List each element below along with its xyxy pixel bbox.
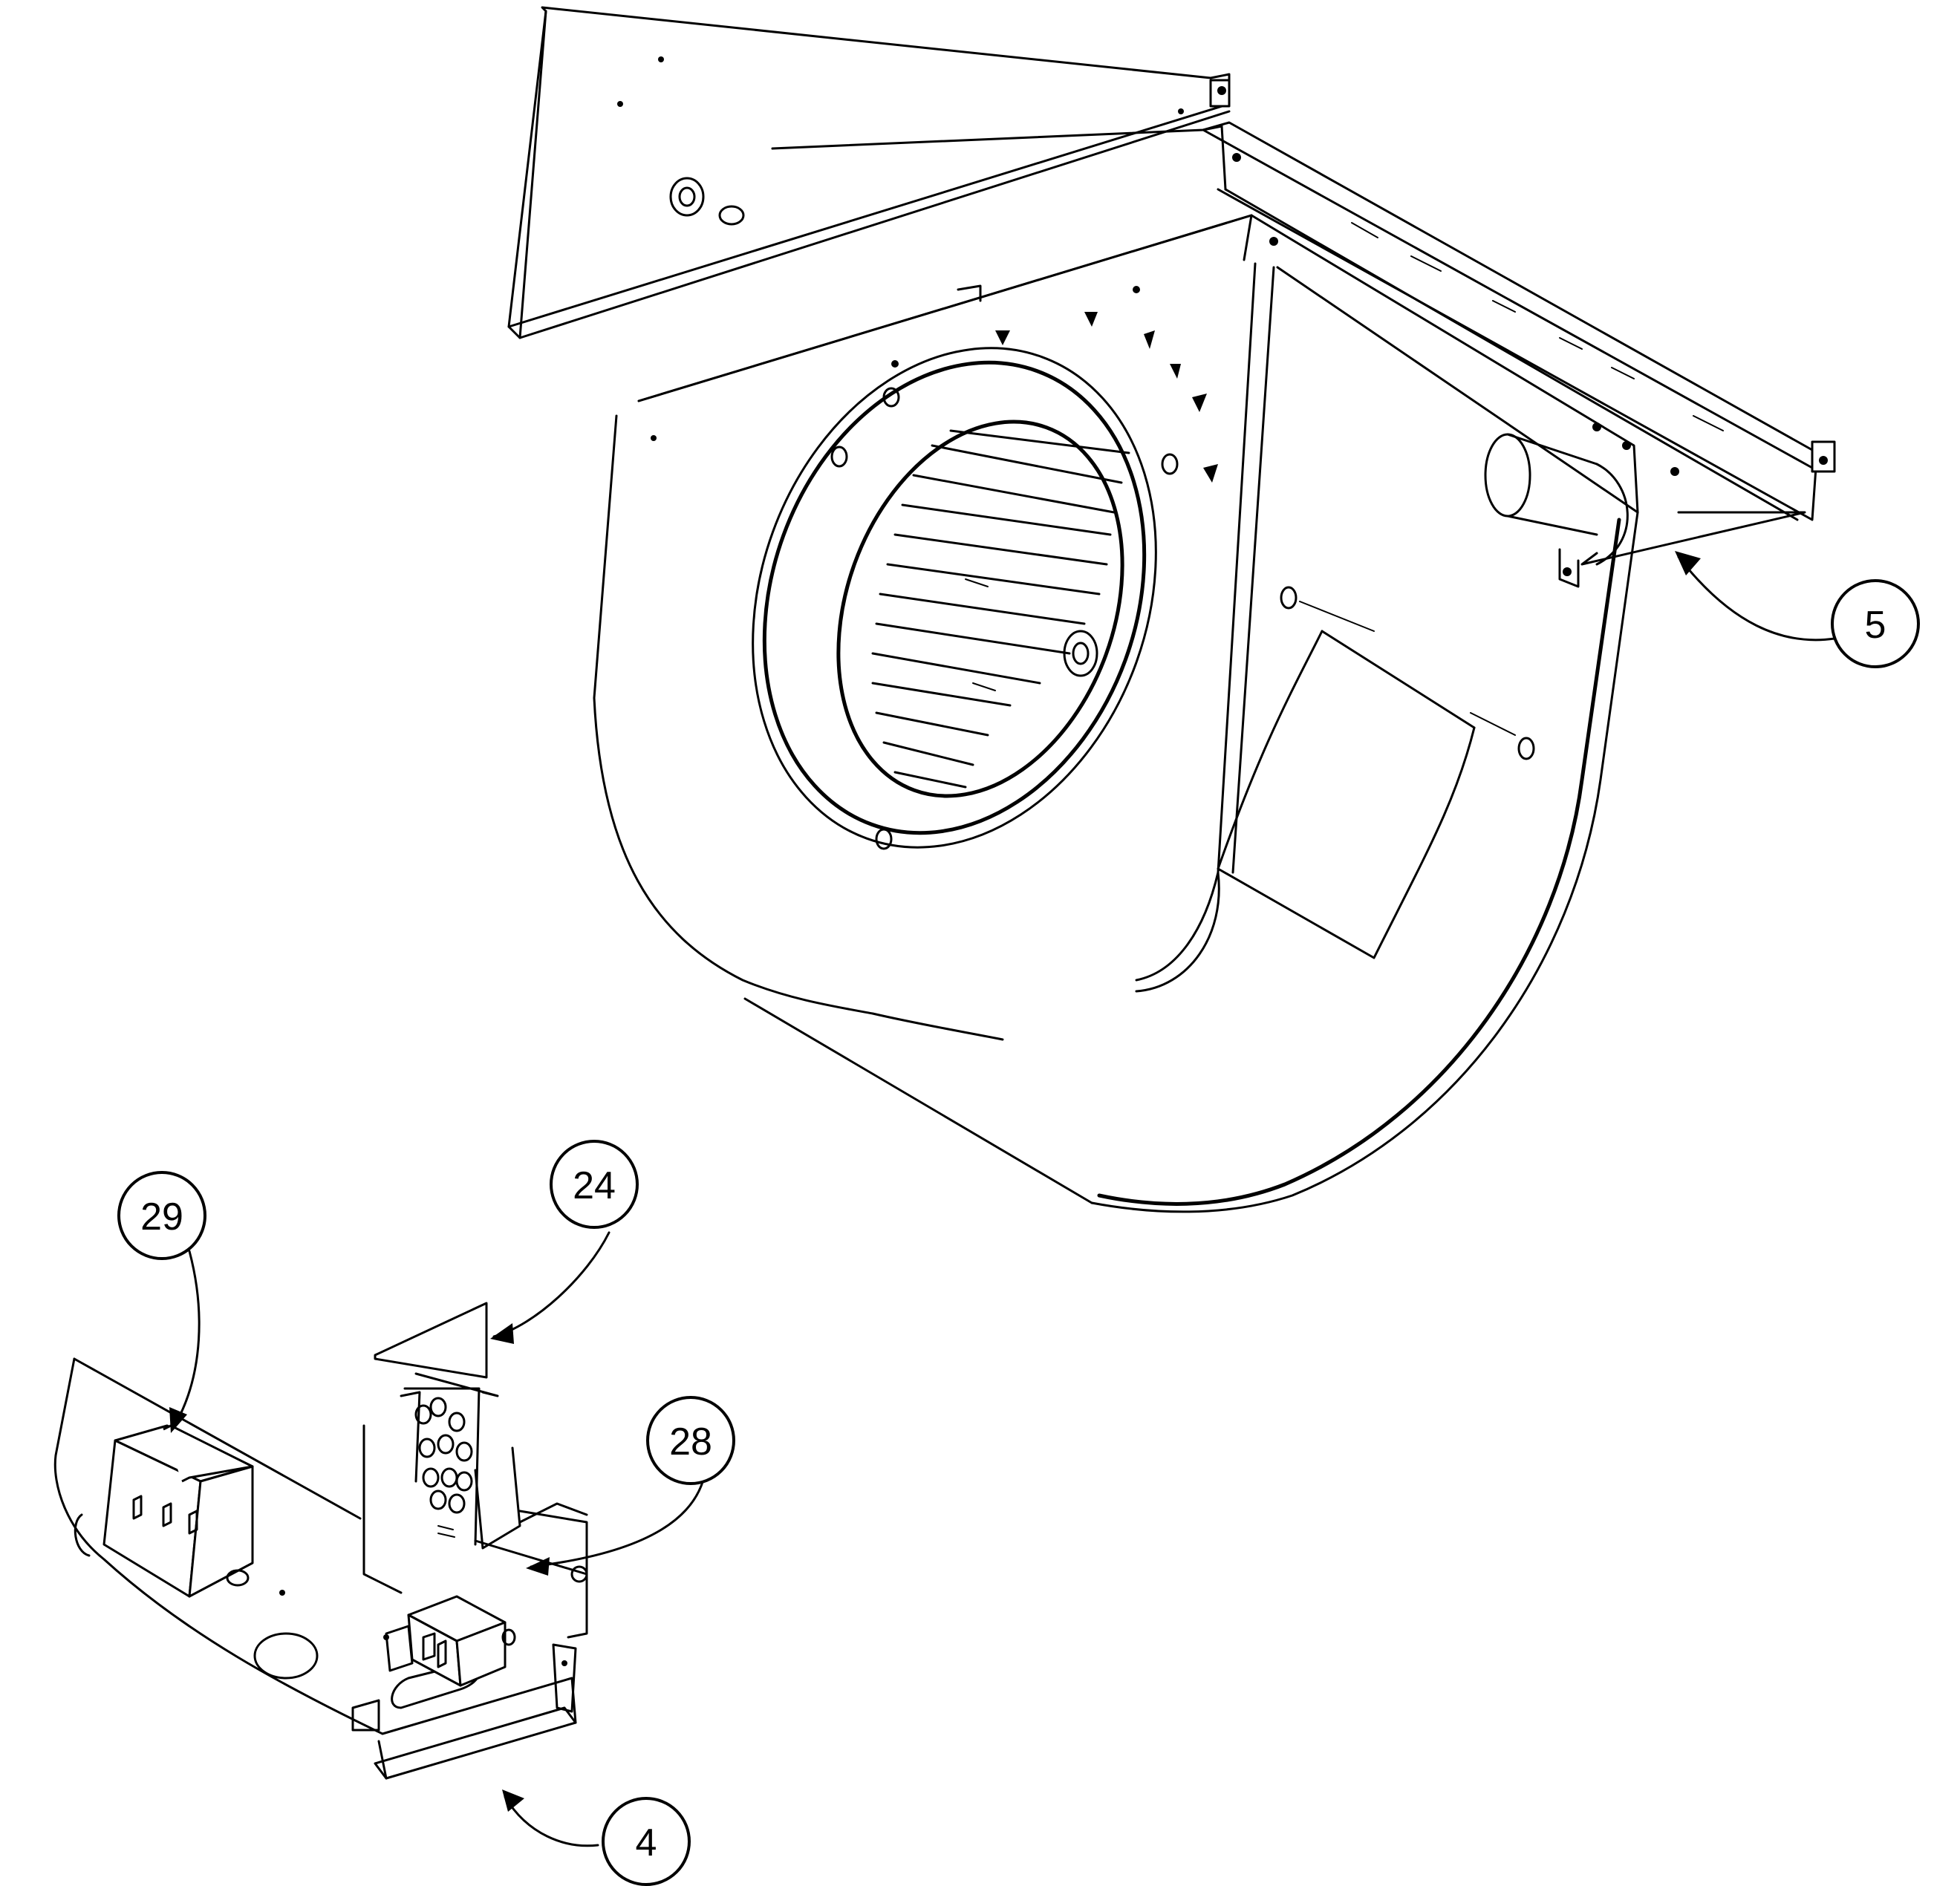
callout-29: 29	[117, 1171, 206, 1260]
motor	[1484, 433, 1629, 588]
blower-wheel	[871, 429, 1130, 789]
blower-assembly	[507, 6, 1836, 1213]
transformer	[74, 1424, 285, 1598]
mounting-plate	[507, 6, 1253, 402]
callout-4: 4	[602, 1797, 691, 1886]
leader-24	[492, 1231, 611, 1338]
relay	[383, 1565, 588, 1687]
blower-inlet	[752, 347, 1157, 849]
callout-28-label: 28	[669, 1420, 712, 1464]
callout-4-label: 4	[636, 1821, 657, 1864]
control-box-assembly	[53, 1302, 588, 1780]
leader-4	[504, 1795, 599, 1847]
arrowheads	[169, 551, 1701, 1812]
callout-5-label: 5	[1865, 604, 1886, 647]
blower-housing	[593, 214, 1639, 1213]
callout-24-label: 24	[573, 1164, 616, 1207]
terminal-block	[414, 1397, 473, 1538]
leader-28	[530, 1469, 707, 1568]
callout-24: 24	[550, 1140, 639, 1229]
side-rail	[1202, 121, 1836, 566]
leader-5	[1677, 555, 1836, 642]
callout-29-label: 29	[140, 1195, 183, 1239]
leader-29	[173, 1250, 201, 1427]
callout-28: 28	[646, 1396, 735, 1485]
tab-left	[1209, 79, 1231, 108]
callout-5: 5	[1831, 579, 1920, 668]
